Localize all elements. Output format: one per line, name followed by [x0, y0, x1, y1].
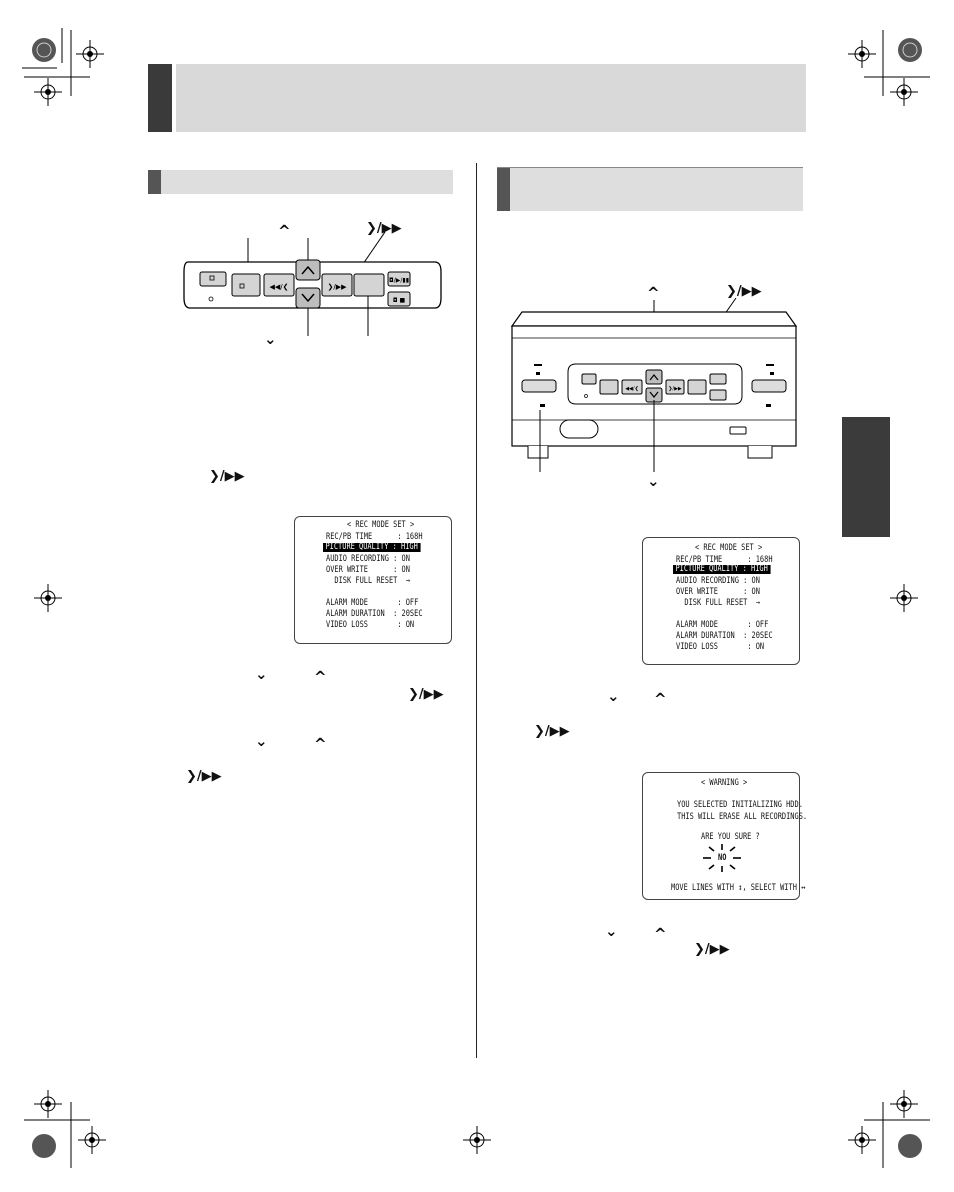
down-chevron-icon: ⌄	[264, 330, 277, 348]
play-forward-icon: ❯/▶▶	[366, 221, 402, 236]
svg-text:◀◀/❮: ◀◀/❮	[270, 283, 289, 291]
section-heading-right	[497, 167, 803, 211]
menu-row: REC/PB TIME : 168H	[676, 555, 773, 565]
registration-mark-icon	[864, 1102, 930, 1168]
up-chevron-icon: ^	[654, 690, 667, 708]
crosshair-mark-icon	[34, 78, 62, 106]
header-accent-bar	[148, 64, 172, 132]
play-forward-icon: ❯/▶▶	[694, 942, 730, 957]
crosshair-mark-icon	[463, 1126, 491, 1154]
warning-title: < WARNING >	[701, 778, 748, 788]
crosshair-mark-icon	[78, 1126, 106, 1154]
registration-mark-icon	[24, 1102, 90, 1168]
rec-mode-menu-screen: < REC MODE SET > REC/PB TIME : 168H PICT…	[294, 516, 452, 644]
menu-row: OVER WRITE : ON	[676, 587, 760, 597]
menu-row: AUDIO RECORDING : ON	[676, 576, 760, 586]
play-forward-icon: ❯/▶▶	[408, 687, 444, 702]
svg-text:◀◀/❮: ◀◀/❮	[625, 386, 639, 392]
svg-text:◘/▶/▮▮: ◘/▶/▮▮	[389, 277, 409, 284]
crosshair-mark-icon	[890, 1090, 918, 1118]
warning-dialog-screen: < WARNING > YOU SELECTED INITIALIZING HD…	[642, 772, 807, 900]
down-chevron-icon: ⌄	[607, 687, 620, 705]
down-chevron-icon: ⌄	[647, 472, 660, 490]
menu-row: ALARM MODE : OFF	[326, 598, 419, 608]
menu-row: AUDIO RECORDING : ON	[326, 554, 410, 564]
menu-row: VIDEO LOSS : ON	[326, 620, 415, 630]
up-chevron-icon: ^	[314, 735, 327, 753]
menu-row-highlighted: PICTURE QUALITY : HIGH	[673, 565, 771, 574]
menu-row-highlighted: PICTURE QUALITY : HIGH	[323, 543, 421, 552]
svg-text:❯/▶▶: ❯/▶▶	[328, 283, 348, 291]
menu-row: ALARM DURATION : 20SEC	[676, 631, 773, 641]
down-chevron-icon: ⌄	[605, 922, 618, 940]
warning-choice: NO	[718, 853, 727, 863]
crosshair-mark-icon	[848, 40, 876, 68]
crosshair-mark-icon	[890, 78, 918, 106]
play-forward-icon: ❯/▶▶	[209, 469, 245, 484]
warning-line: THIS WILL ERASE ALL RECORDINGS.	[677, 812, 808, 822]
crosshair-mark-icon	[848, 1126, 876, 1154]
registration-mark-icon	[22, 28, 90, 96]
warning-question: ARE YOU SURE ?	[701, 832, 760, 842]
column-divider	[476, 163, 477, 1058]
crosshair-mark-icon	[76, 40, 104, 68]
crosshair-mark-icon	[890, 584, 918, 612]
up-chevron-icon: ^	[647, 284, 660, 302]
registration-mark-icon	[864, 30, 930, 96]
menu-row: REC/PB TIME : 168H	[326, 532, 423, 542]
crosshair-mark-icon	[34, 584, 62, 612]
recorder-front-diagram: ◀◀/❮ ❯/▶▶	[510, 297, 798, 472]
section-heading-left	[148, 170, 453, 194]
play-forward-icon: ❯/▶▶	[186, 769, 222, 784]
up-chevron-icon: ^	[278, 222, 291, 240]
crosshair-mark-icon	[34, 1090, 62, 1118]
svg-text:◘ ■: ◘ ■	[393, 297, 406, 304]
up-chevron-icon: ^	[654, 925, 667, 943]
menu-title: < REC MODE SET >	[695, 543, 763, 553]
play-forward-icon: ❯/▶▶	[534, 724, 570, 739]
menu-row: ALARM DURATION : 20SEC	[326, 609, 423, 619]
up-chevron-icon: ^	[314, 668, 327, 686]
down-chevron-icon: ⌄	[255, 732, 268, 750]
chapter-tab	[842, 417, 890, 537]
warning-line: YOU SELECTED INITIALIZING HDD.	[677, 800, 803, 810]
menu-row: DISK FULL RESET →	[326, 576, 410, 586]
menu-row: DISK FULL RESET →	[676, 598, 760, 608]
page-header-band	[176, 64, 806, 132]
play-forward-icon: ❯/▶▶	[726, 284, 762, 299]
rec-mode-menu-screen: < REC MODE SET > REC/PB TIME : 168H PICT…	[642, 537, 800, 665]
svg-text:❯/▶▶: ❯/▶▶	[668, 386, 682, 392]
sparkle-highlight-icon	[703, 844, 741, 872]
menu-title: < REC MODE SET >	[347, 520, 415, 530]
menu-row: OVER WRITE : ON	[326, 565, 410, 575]
front-panel-diagram: ◀◀/❮ ❯/▶▶ ◘/▶/▮▮ ◘ ■	[183, 232, 442, 336]
menu-row: VIDEO LOSS : ON	[676, 642, 765, 652]
warning-footer: MOVE LINES WITH ↕, SELECT WITH ↔	[671, 883, 806, 893]
down-chevron-icon: ⌄	[255, 665, 268, 683]
menu-row: ALARM MODE : OFF	[676, 620, 769, 630]
